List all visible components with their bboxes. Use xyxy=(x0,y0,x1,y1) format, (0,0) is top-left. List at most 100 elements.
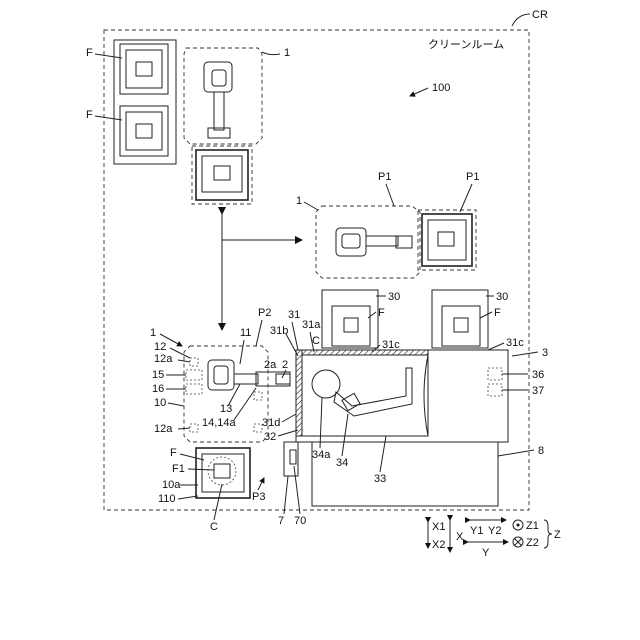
axis-y1: Y1 xyxy=(470,525,483,537)
vehicle-p1 xyxy=(316,206,420,278)
label-P2: P2 xyxy=(258,307,271,319)
label-1-top: 1 xyxy=(284,47,290,59)
load-port-left-inner xyxy=(332,306,370,346)
label-3: 3 xyxy=(542,347,548,359)
transfer-robot-arm xyxy=(334,368,412,416)
leader-F1 xyxy=(188,469,214,470)
ref-100-label: 100 xyxy=(432,82,450,94)
transfer-chamber-wave xyxy=(424,355,428,436)
axis-x2: X2 xyxy=(432,539,445,551)
label-31c-right: 31c xyxy=(506,337,524,349)
foup-bottom-inner xyxy=(126,112,162,150)
label-31: 31 xyxy=(288,309,300,321)
leader-P1-a xyxy=(386,184,394,206)
axis-x1: X1 xyxy=(432,521,445,533)
vehicle-top-outline xyxy=(192,146,252,204)
axis-z: Z xyxy=(554,529,561,541)
leader-31c-right xyxy=(488,343,504,350)
label-34a: 34a xyxy=(312,449,331,461)
leader-3 xyxy=(512,352,538,356)
label-31d: 31d xyxy=(262,417,280,429)
vehicle-top-head-inner xyxy=(212,70,226,86)
label-110: 110 xyxy=(158,493,176,505)
vehicle-top-stage-core xyxy=(214,166,230,180)
leader-P1-b xyxy=(460,184,472,212)
vehicle-p1-stage-inner xyxy=(428,220,466,260)
label-F-bottom: F xyxy=(86,109,93,121)
leader-34 xyxy=(342,414,348,456)
foup-top-outer xyxy=(120,44,168,94)
label-30-left: 30 xyxy=(388,291,400,303)
leader-32 xyxy=(278,430,298,436)
vehicle-p1-arm xyxy=(366,236,398,246)
label-70: 70 xyxy=(294,515,306,527)
label-F-stage: F xyxy=(170,447,177,459)
axis-z1: Z1 xyxy=(526,520,539,532)
label-2a: 2a xyxy=(264,359,277,371)
vehicle-p1-head-inner xyxy=(342,234,360,248)
label-2: 2 xyxy=(282,359,288,371)
leader-1-mid xyxy=(304,202,318,210)
label-C-apparatus: C xyxy=(312,335,320,347)
label-12: 12 xyxy=(154,341,166,353)
leader-F-top xyxy=(95,54,122,58)
label-11: 11 xyxy=(240,327,251,339)
leader-31d xyxy=(282,414,296,422)
leader-12a-bottom xyxy=(178,428,190,429)
label-7: 7 xyxy=(278,515,284,527)
label-1-bottom: 1 xyxy=(150,327,156,339)
label-36: 36 xyxy=(532,369,544,381)
foup-top-inner xyxy=(126,50,162,88)
marker-right-a xyxy=(254,392,262,400)
axis-z1-dot xyxy=(517,524,520,527)
axis-y2: Y2 xyxy=(488,525,501,537)
apparatus-3 xyxy=(296,350,508,442)
leader-33 xyxy=(380,436,386,472)
leader-P3 xyxy=(258,478,264,490)
marker-right-b xyxy=(254,424,262,432)
storage-area xyxy=(114,40,176,164)
axis-z2: Z2 xyxy=(526,537,539,549)
foup-top-core xyxy=(136,62,152,76)
leader-C-stage xyxy=(214,484,222,520)
apparatus-3-front-wall xyxy=(296,350,302,436)
apparatus-3-top-wall xyxy=(302,350,428,355)
leader-12 xyxy=(170,348,190,358)
label-31b: 31b xyxy=(270,325,288,337)
vehicle-bottom-arm xyxy=(234,374,258,384)
label-8: 8 xyxy=(538,445,544,457)
label-12a-top: 12a xyxy=(154,353,173,365)
cr-leader xyxy=(512,14,530,26)
leader-F-stage xyxy=(180,454,204,460)
leader-F-bottom xyxy=(95,116,122,120)
stage-110-core xyxy=(214,464,230,478)
vehicle-bottom-head-inner xyxy=(214,366,228,384)
load-port-right-core xyxy=(454,318,468,332)
transfer-robot-hand xyxy=(342,393,360,410)
vehicle-top-head xyxy=(204,62,232,92)
label-1-mid: 1 xyxy=(296,195,302,207)
leader-34a xyxy=(320,398,322,448)
label-15: 15 xyxy=(152,369,164,381)
leader-1-top xyxy=(262,52,280,55)
leader-110 xyxy=(178,496,198,499)
label-P3: P3 xyxy=(252,491,265,503)
marker-12a-top xyxy=(190,358,198,366)
marker-16 xyxy=(186,384,202,394)
label-10: 10 xyxy=(154,397,166,409)
foup-bottom-outer xyxy=(120,106,168,156)
vehicle-p1-outline xyxy=(418,210,476,270)
label-14: 14,14a xyxy=(202,417,237,429)
axis-z-brace xyxy=(544,520,552,548)
leader-31b xyxy=(286,334,298,356)
label-31c-left: 31c xyxy=(382,339,400,351)
component-70 xyxy=(290,450,296,464)
label-32: 32 xyxy=(264,431,276,443)
label-33: 33 xyxy=(374,473,386,485)
leader-14 xyxy=(234,388,256,420)
label-12a-bottom: 12a xyxy=(154,423,173,435)
label-P1-b: P1 xyxy=(466,171,479,183)
foup-bottom-core xyxy=(136,124,152,138)
label-F-top: F xyxy=(86,47,93,59)
label-34: 34 xyxy=(336,457,348,469)
